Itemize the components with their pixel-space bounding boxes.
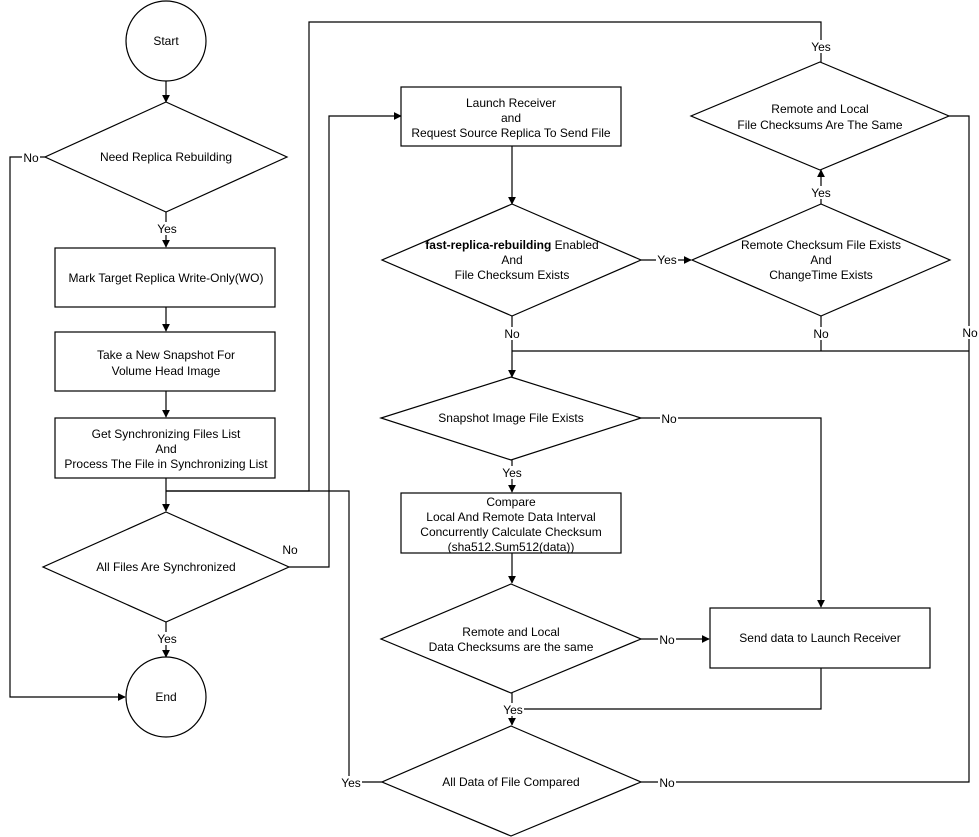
node-need-rebuild: Need Replica Rebuilding [43,101,289,213]
node-checksums-same-text-1: Remote and Local [771,102,868,116]
node-all-synced: All Files Are Synchronized [41,511,291,623]
node-end: End [125,656,207,738]
node-start-text: Start [153,34,179,48]
node-compare-text-1: Compare [486,495,536,509]
node-remote-checksum-text-2: And [810,253,831,267]
node-launch-receiver-text-2: and [501,111,521,125]
node-all-synced-text: All Files Are Synchronized [96,560,235,574]
label-snapshot-yes: Yes [502,466,522,480]
node-take-snapshot-text-2: Volume Head Image [112,364,221,378]
node-compare-text-2: Local And Remote Data Interval [426,510,595,524]
edge-all-data-yes [166,490,382,783]
node-snapshot-exists: Snapshot Image File Exists [379,376,643,461]
node-fast-rebuild-text-2: And [501,253,522,267]
node-send-data: Send data to Launch Receiver [709,607,931,669]
fast-rebuild-enabled: Enabled [551,238,598,252]
label-all-synced-no: No [282,543,298,557]
node-start: Start [125,0,207,82]
node-get-list-text-2: And [155,442,176,456]
edge-all-data-no [641,351,970,783]
label-need-rebuild-yes: Yes [157,222,177,236]
label-snapshot-no: No [661,412,677,426]
node-launch-receiver-text-1: Launch Receiver [466,96,556,110]
node-take-snapshot-text-1: Take a New Snapshot For [97,348,235,362]
node-fast-rebuild: fast-replica-rebuilding Enabled And File… [380,203,643,317]
node-all-data-compared-text: All Data of File Compared [442,775,579,789]
label-all-data-no: No [659,776,675,790]
node-data-checksums-text-2: Data Checksums are the same [429,640,594,654]
node-take-snapshot: Take a New Snapshot For Volume Head Imag… [54,331,276,392]
node-launch-receiver: Launch Receiver and Request Source Repli… [400,86,622,147]
node-get-list-text-1: Get Synchronizing Files List [92,427,241,441]
node-end-text: End [155,690,176,704]
edge-send-data-merge [512,668,822,710]
label-all-synced-yes: Yes [157,632,177,646]
node-checksums-same: Remote and Local File Checksums Are The … [689,61,951,171]
edge-all-synced-no [289,112,402,568]
node-send-data-text: Send data to Launch Receiver [739,631,900,645]
label-need-rebuild-no: No [23,151,39,165]
node-mark-wo-text: Mark Target Replica Write-Only(WO) [69,271,264,285]
label-all-data-yes: Yes [341,776,361,790]
label-fast-no: No [504,327,520,341]
node-need-rebuild-text: Need Replica Rebuilding [100,150,232,164]
edge-checksums-same-no [949,115,970,351]
label-remote-checksum-yes: Yes [811,186,831,200]
node-compare: Compare Local And Remote Data Interval C… [400,492,622,554]
node-remote-checksum-text-3: ChangeTime Exists [769,268,873,282]
node-compare-text-3: Concurrently Calculate Checksum [420,525,601,539]
node-compare-text-4: (sha512.Sum512(data)) [448,540,575,554]
edge-labels: No Yes No Yes Yes No Yes No Yes No No Ye… [22,40,979,790]
label-fast-yes: Yes [657,253,677,267]
node-fast-rebuild-text-1: fast-replica-rebuilding Enabled [425,238,598,252]
node-remote-checksum-exists: Remote Checksum File Exists And ChangeTi… [690,203,952,317]
node-data-checksums-same: Remote and Local Data Checksums are the … [379,583,643,694]
label-checksums-same-yes: Yes [811,40,831,54]
node-fast-rebuild-text-3: File Checksum Exists [455,268,570,282]
node-checksums-same-text-2: File Checksums Are The Same [737,118,903,132]
node-launch-receiver-text-3: Request Source Replica To Send File [411,126,611,140]
node-remote-checksum-text-1: Remote Checksum File Exists [741,238,901,252]
node-mark-wo: Mark Target Replica Write-Only(WO) [54,247,276,308]
label-data-checksums-yes: Yes [503,703,523,717]
node-snapshot-exists-text: Snapshot Image File Exists [438,411,583,425]
edge-snapshot-no [641,417,825,608]
node-data-checksums-text-1: Remote and Local [462,625,559,639]
label-remote-checksum-no: No [813,327,829,341]
node-all-data-compared: All Data of File Compared [380,725,643,837]
fast-rebuild-bold-term: fast-replica-rebuilding [425,238,551,252]
node-get-list-text-3: Process The File in Synchronizing List [64,457,268,471]
label-data-checksums-no: No [659,633,675,647]
node-get-list: Get Synchronizing Files List And Process… [54,417,276,479]
label-checksums-same-no: No [962,326,978,340]
